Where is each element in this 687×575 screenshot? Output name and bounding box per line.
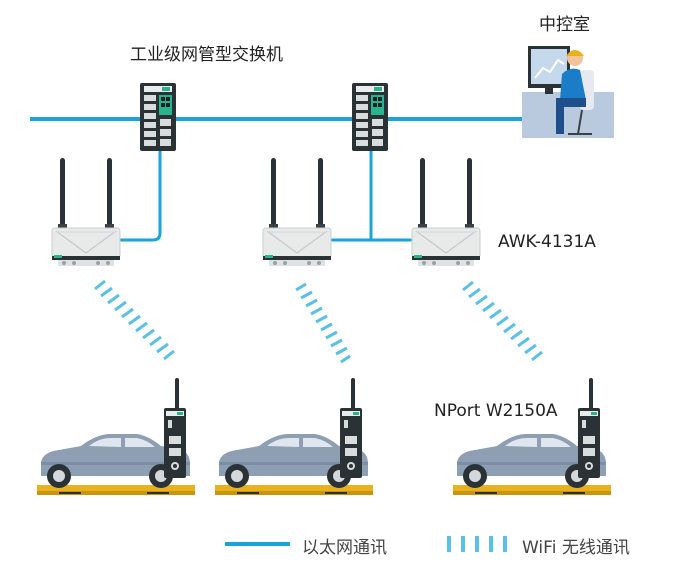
access-point-2: [262, 157, 332, 267]
wifi-signal-3: [462, 280, 543, 362]
industrial-switch-right: [352, 83, 388, 151]
legend-wifi-dashes: [447, 536, 507, 552]
client-device-label: NPort W2150A: [434, 401, 558, 421]
nport-device-2: [340, 378, 362, 478]
wifi-signal-1: [94, 279, 175, 361]
access-point-1: [51, 157, 121, 267]
legend-wifi-label: WiFi 无线通讯: [522, 538, 630, 558]
wifi-signal-2: [295, 282, 351, 364]
control-room-label: 中控室: [539, 15, 590, 35]
nport-device-1: [164, 378, 186, 478]
control-room-operator-icon: [522, 46, 614, 138]
industrial-switch-left: [140, 83, 176, 151]
nport-device-3: [578, 378, 600, 478]
access-point-label: AWK-4131A: [498, 232, 596, 252]
legend-ethernet-label: 以太网通讯: [302, 538, 387, 558]
access-point-3: [411, 157, 481, 267]
switch-label: 工业级网管型交换机: [130, 45, 283, 65]
ethernet-link-ap1: [120, 150, 162, 242]
